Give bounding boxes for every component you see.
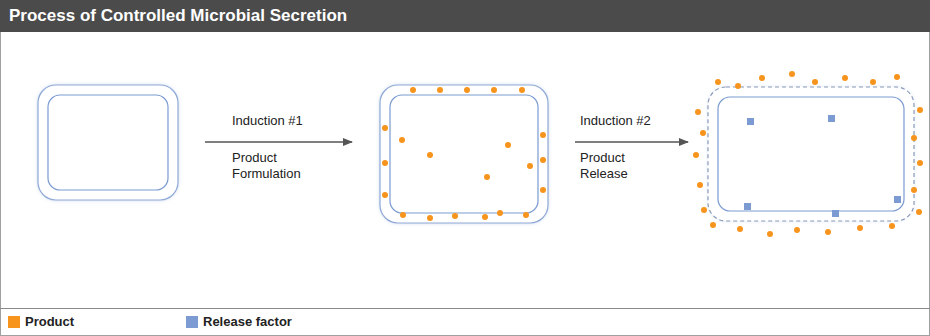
step-description: Product Release xyxy=(580,150,670,182)
legend-text: Release factor xyxy=(203,314,292,330)
legend-divider xyxy=(0,308,930,309)
cell-with-product xyxy=(380,85,548,223)
title-bar xyxy=(0,0,930,32)
cell-empty xyxy=(38,85,178,200)
step-description: Product Formulation xyxy=(232,150,322,182)
diagram-title: Process of Controlled Microbial Secretio… xyxy=(9,5,347,27)
step-label: Induction #2 xyxy=(580,113,680,129)
legend-swatch xyxy=(186,316,198,328)
induction-arrow xyxy=(205,141,352,143)
cell-releasing-product xyxy=(693,71,923,237)
induction-arrow xyxy=(575,141,688,143)
legend-text: Product xyxy=(25,314,74,330)
legend-swatch xyxy=(8,316,20,328)
step-label: Induction #1 xyxy=(232,113,342,129)
